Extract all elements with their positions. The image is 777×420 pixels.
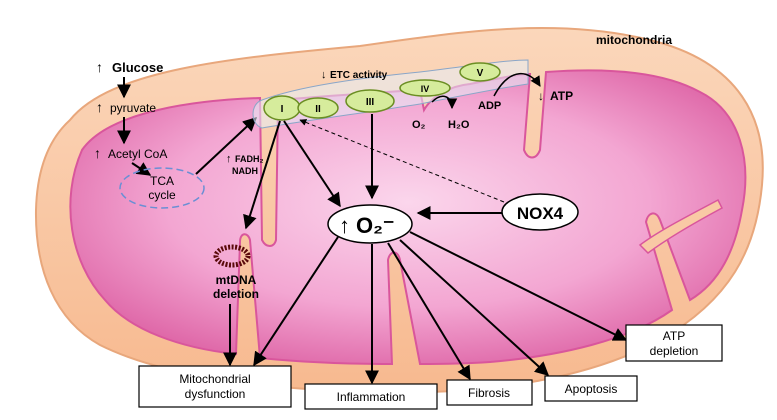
inflammation-box — [304, 383, 438, 410]
complex-II — [297, 97, 339, 119]
arrow-complex1-superoxide — [283, 120, 341, 208]
mtdna-ring-icon — [213, 244, 251, 268]
arrow-complex1-mtdna — [243, 120, 281, 230]
atp-depletion-box — [625, 324, 723, 362]
superoxide-up-arrow: ↑ — [339, 213, 350, 238]
tca-label-2: cycle — [148, 188, 176, 202]
adp-label: ADP — [478, 100, 501, 112]
tca-label-1: TCA — [150, 174, 174, 188]
mtdna-label-2: deletion — [213, 287, 259, 301]
arrow-adp-atp — [493, 72, 541, 97]
o2-label: O₂ — [412, 119, 426, 131]
crista-fold — [638, 198, 723, 254]
arrow-superoxide-fibrosis — [387, 242, 471, 381]
mito-dysfunction-box — [138, 365, 292, 408]
title-label: mitochondria — [596, 33, 672, 47]
superoxide-label: O₂⁻ — [356, 213, 395, 238]
acetylcoa-up-arrow: ↑ — [94, 145, 101, 161]
nox4-label: NOX4 — [517, 204, 564, 223]
complex-III — [345, 89, 395, 113]
apoptosis-label: Apoptosis — [565, 382, 618, 396]
pyruvate-label: pyruvate — [110, 101, 156, 115]
atp-depletion-label-2: depletion — [650, 344, 699, 358]
arrow-acetylcoa-tca — [131, 162, 152, 176]
fadh2-up-arrow: ↑ — [226, 153, 232, 165]
acetylcoa-label: Acetyl CoA — [108, 147, 167, 161]
atp-depletion-label-1: ATP — [663, 329, 685, 343]
complex-IV — [399, 79, 451, 97]
arrow-superoxide-apoptosis — [399, 239, 550, 376]
complex-II-label: II — [315, 104, 321, 115]
mtdna-label-1: mtDNA — [216, 273, 257, 287]
arrow-tca-complex1 — [195, 117, 258, 175]
etc-down-arrow: ↓ — [321, 69, 327, 81]
arrow-superoxide-mitodysfunction — [253, 236, 339, 367]
apoptosis-box — [544, 375, 638, 402]
dashed-nox4-complex1 — [299, 119, 505, 203]
superoxide-ellipse — [327, 204, 413, 244]
mito-dysfunction-label-2: dysfunction — [185, 387, 246, 401]
complex-IV-label: IV — [421, 84, 430, 94]
h2o-label: H₂O — [448, 119, 470, 131]
complex-I-label: I — [281, 104, 284, 115]
glucose-label: Glucose — [112, 60, 163, 75]
atp-label: ATP — [550, 89, 573, 103]
complex-III-label: III — [366, 97, 375, 108]
complex-V-label: V — [477, 68, 484, 79]
glucose-up-arrow: ↑ — [96, 59, 103, 75]
atp-down-arrow: ↓ — [538, 89, 544, 103]
fibrosis-box — [446, 379, 533, 406]
mito-dysfunction-label-1: Mitochondrial — [179, 372, 250, 386]
arrow-superoxide-atpdepletion — [409, 231, 628, 341]
fibrosis-label: Fibrosis — [468, 386, 510, 400]
fadh2-label: FADH₂ — [235, 154, 264, 164]
etc-activity-label: ETC activity — [330, 70, 388, 81]
inflammation-label: Inflammation — [337, 390, 406, 404]
tca-cycle-ellipse — [119, 167, 205, 209]
nadh-label: NADH — [232, 166, 258, 176]
complex-V — [459, 62, 501, 82]
arrow-o2-h2o — [431, 95, 458, 110]
pyruvate-up-arrow: ↑ — [96, 99, 103, 115]
